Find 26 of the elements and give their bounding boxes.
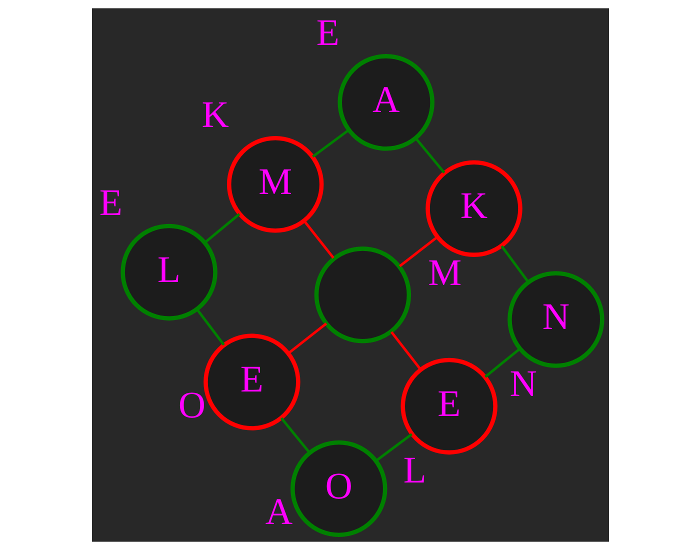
connector xyxy=(414,138,445,174)
connector xyxy=(398,236,438,268)
connector xyxy=(280,417,310,454)
node-circle: K xyxy=(425,160,522,257)
connector xyxy=(196,308,224,346)
node-circle: O xyxy=(290,440,387,538)
node-label: E xyxy=(98,182,122,224)
node-circle: M xyxy=(226,136,324,233)
node-circle: E xyxy=(203,334,300,430)
node-circle: L xyxy=(120,224,217,321)
node-circle: E xyxy=(400,358,497,455)
connector xyxy=(204,213,240,244)
node-circle: A xyxy=(337,54,434,151)
node-label: A xyxy=(264,490,292,533)
node-circle: N xyxy=(507,271,604,368)
node-circle xyxy=(314,246,411,344)
connector xyxy=(312,129,349,158)
node-label: K xyxy=(201,94,229,136)
connector xyxy=(390,331,422,370)
node-label: O xyxy=(178,384,206,426)
connector xyxy=(374,433,412,462)
connector xyxy=(302,220,334,259)
connector xyxy=(288,322,327,354)
connector xyxy=(500,245,529,283)
connector xyxy=(484,348,520,378)
node-label: E xyxy=(316,12,339,54)
